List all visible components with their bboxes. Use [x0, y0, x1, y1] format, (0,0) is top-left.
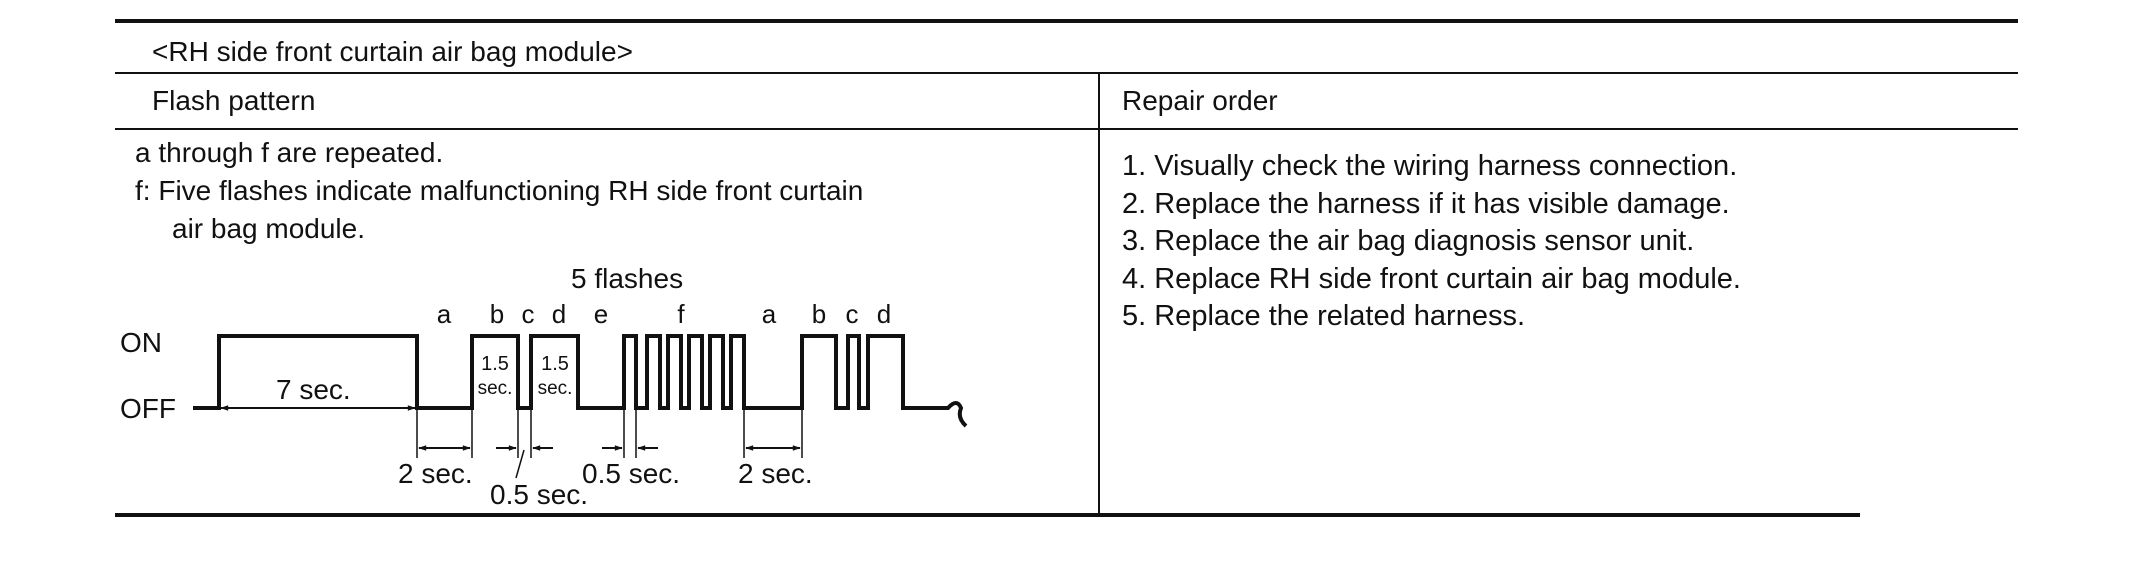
- seven-sec-label: 7 sec.: [276, 374, 351, 405]
- d-pulse-duration-number: 1.5: [541, 353, 569, 375]
- repair-order-header: Repair order: [1122, 85, 1278, 116]
- d-pulse-duration-unit: sec.: [538, 378, 573, 399]
- table-bottom-rule: [115, 513, 1860, 517]
- flash-waveform: [193, 334, 968, 428]
- flash-pattern-header: Flash pattern: [152, 85, 316, 116]
- gap-e-label: 0.5 sec.: [582, 458, 680, 489]
- header-divider: [115, 128, 2018, 130]
- gap-a-label: 2 sec.: [398, 458, 473, 489]
- gap-c-leader: [515, 449, 525, 479]
- repair-step-2: 2. Replace the harness if it has visible…: [1122, 187, 1730, 220]
- repair-step-1: 1. Visually check the wiring harness con…: [1122, 150, 1738, 182]
- repair-step-3: 3. Replace the air bag diagnosis sensor …: [1122, 225, 1695, 257]
- repair-step-4: 4. Replace RH side front curtain air bag…: [1122, 262, 1741, 295]
- repair-step-5: 5. Replace the related harness.: [1122, 300, 1526, 332]
- segment-label-c: c: [522, 299, 535, 329]
- section-title: <RH side front curtain air bag module>: [152, 36, 633, 67]
- flash-count-label: 5 flashes: [571, 263, 683, 294]
- description-line-1: a through f are repeated.: [135, 137, 444, 168]
- segment-label-c-repeat: c: [846, 299, 859, 329]
- gap-a2-label: 2 sec.: [738, 458, 813, 489]
- b-pulse-duration-number: 1.5: [481, 353, 509, 375]
- description-line-3: air bag module.: [172, 213, 366, 244]
- segment-label-b: b: [490, 299, 504, 329]
- description-line-2: f: Five flashes indicate malfunctioning …: [135, 175, 864, 206]
- segment-label-f: f: [677, 299, 685, 329]
- column-divider: [1098, 72, 1100, 516]
- table-top-rule: [115, 19, 2018, 23]
- segment-label-b-repeat: b: [812, 299, 826, 329]
- gap-c-label: 0.5 sec.: [490, 479, 588, 510]
- segment-label-d-repeat: d: [877, 299, 891, 329]
- segment-label-a-repeat: a: [762, 299, 777, 329]
- repair-steps-list: 1. Visually check the wiring harness con…: [1122, 148, 1741, 336]
- b-pulse-duration-unit: sec.: [478, 378, 513, 399]
- segment-label-a: a: [437, 299, 452, 329]
- on-label: ON: [120, 327, 162, 358]
- segment-label-e: e: [594, 299, 608, 329]
- segment-label-d: d: [552, 299, 566, 329]
- dimension-extension-lines: [416, 408, 803, 458]
- off-label: OFF: [120, 393, 176, 424]
- title-divider: [115, 72, 2018, 74]
